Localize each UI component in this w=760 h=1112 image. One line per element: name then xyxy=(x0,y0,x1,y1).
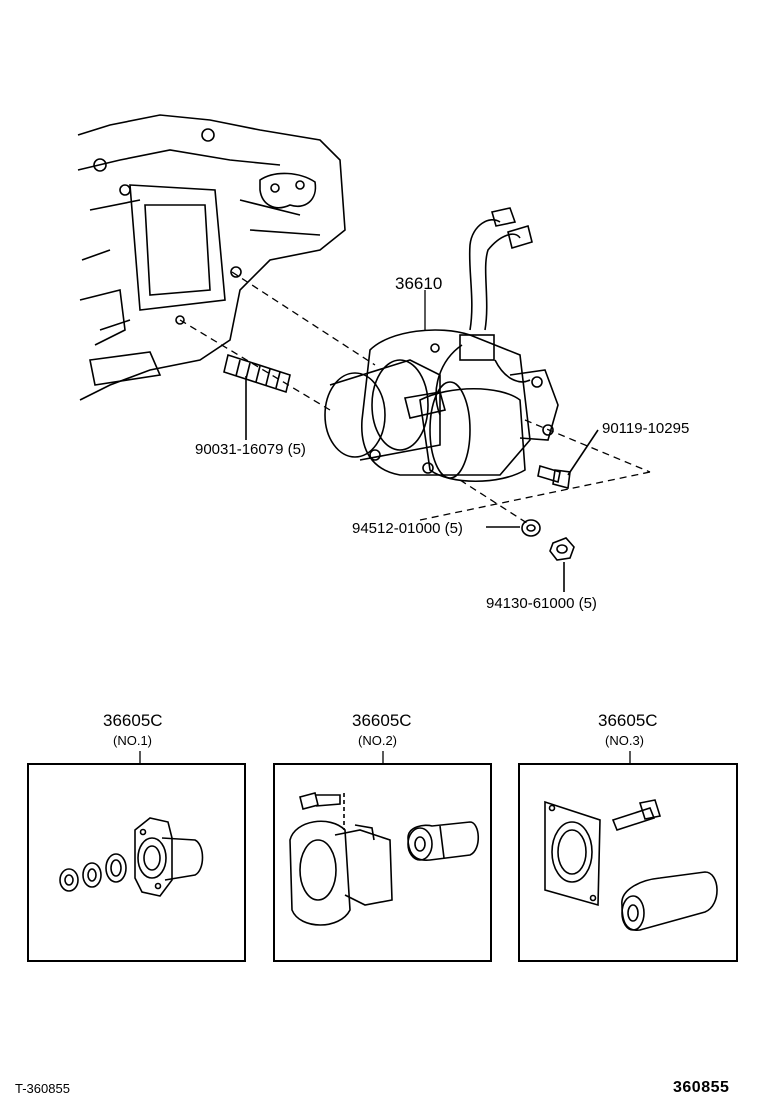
engine-block-drawing xyxy=(77,114,346,401)
washer-drawing xyxy=(486,519,541,537)
stud-bolt-drawing xyxy=(223,353,291,440)
kit-no3-box xyxy=(518,763,738,962)
illustration-code: T-360855 xyxy=(15,1081,70,1096)
kit-no3-part-number[interactable]: 36605C xyxy=(598,711,658,730)
nut-drawing xyxy=(549,537,575,592)
kit-no2-drawing xyxy=(289,792,480,926)
alignment-lines xyxy=(179,271,651,526)
leader-lines xyxy=(139,290,631,763)
kit-no2-variant: (NO.2) xyxy=(358,733,397,748)
nut-part-number[interactable]: 94130-61000 (5) xyxy=(486,595,597,612)
kit-no1-box xyxy=(27,763,246,962)
bolt-part-number[interactable]: 90119-10295 xyxy=(602,420,690,437)
kit-no1-part-number[interactable]: 36605C xyxy=(103,711,163,730)
kit-no1-variant: (NO.1) xyxy=(113,733,152,748)
kit-no2-part-number[interactable]: 36605C xyxy=(352,711,412,730)
stud-part-number[interactable]: 90031-16079 (5) xyxy=(195,441,306,458)
kit-no3-variant: (NO.3) xyxy=(605,733,644,748)
kit-no3-drawing xyxy=(544,799,718,931)
washer-part-number[interactable]: 94512-01000 (5) xyxy=(352,520,463,537)
mounting-bolt-drawing xyxy=(537,429,599,490)
kit-no2-box xyxy=(273,763,492,962)
starter-part-number[interactable]: 36610 xyxy=(395,274,443,293)
reference-number: 360855 xyxy=(673,1079,730,1096)
kit-no1-drawing xyxy=(59,817,204,897)
starter-motor-drawing xyxy=(324,207,559,482)
